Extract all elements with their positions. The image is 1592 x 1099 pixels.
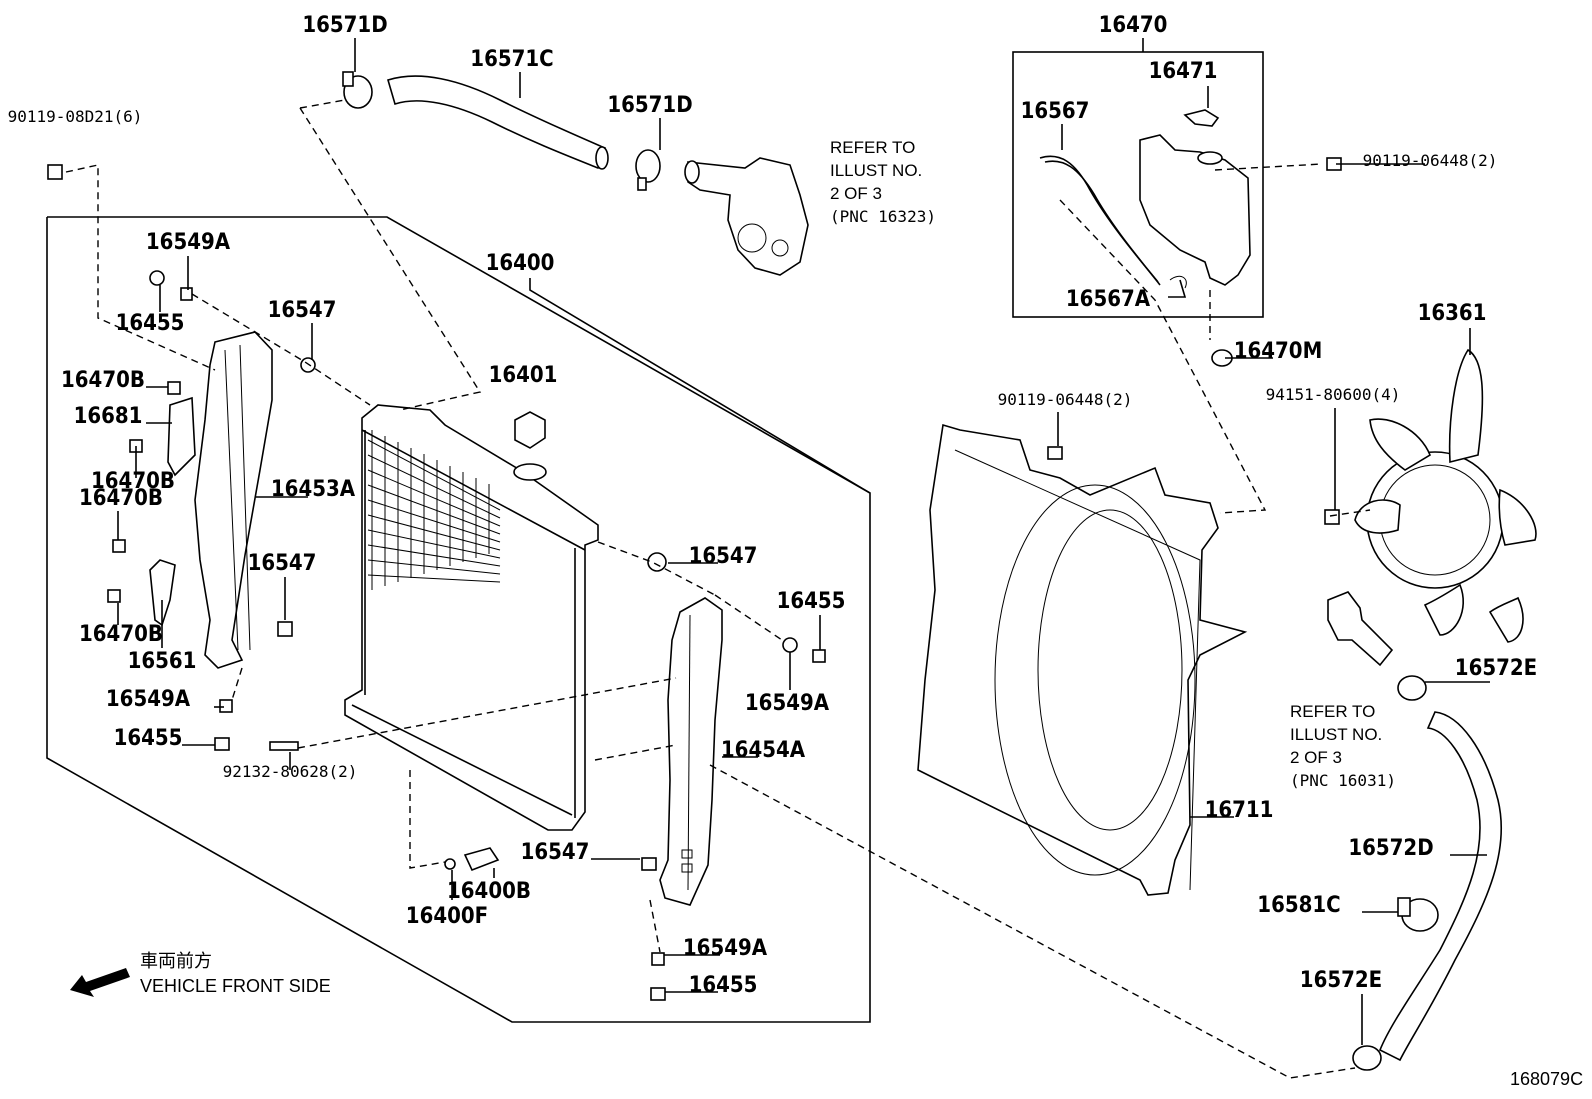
part-labels: 16571D 16571C 90119-08D21(6) 16571D 16470 164… [8,13,1538,998]
part-label-l28: 16561 [128,649,197,674]
refer-note-r2-line: REFER TO [1290,702,1375,721]
water-outlet-housing [684,157,809,276]
part-label-l11: 16547 [268,298,337,323]
fan-shroud [917,423,1248,896]
upper-hose [387,75,609,170]
part-label-l1: 16571D [302,13,387,38]
refer-note-r1-line: (PNC 16323) [830,207,936,226]
lower-hose-clamp-top [1397,675,1427,701]
part-label-l24: 16547 [248,551,317,576]
lower-hose-clamp-bottom [1352,1045,1382,1071]
part-label-l31: 16549A [745,691,830,716]
radiator-core [344,404,599,831]
part-label-l6: 16471 [1149,59,1218,84]
part-label-l33: 16454A [721,738,806,763]
part-label-l16: 16401 [489,363,558,388]
water-inlet [1327,591,1394,667]
cooling-fan [1354,348,1537,643]
part-label-l35: 16711 [1205,798,1274,823]
part-label-l37: 16547 [521,840,590,865]
part-label-l29: 16572E [1455,656,1537,681]
dashed-lines [65,99,1371,1079]
part-label-l14: 16470M [1234,339,1323,364]
part-label-l20: 16681 [74,404,143,429]
front-side-en: VEHICLE FRONT SIDE [140,976,331,996]
bracket-16681 [167,396,196,477]
part-label-l38: 16400B [447,879,531,904]
reservoir-box [1012,51,1264,318]
part-label-l8: 90119-06448(2) [1363,151,1498,170]
leader-lines [117,38,1490,1045]
front-side-jp: 車両前方 [140,951,212,971]
refer-notes: REFER TO ILLUST NO. 2 OF 3 (PNC 16323) REFER… [830,138,1396,790]
part-label-l18: 90119-06448(2) [998,390,1133,409]
part-label-l22: 16453A [271,477,356,502]
reservoir-tank [1039,109,1251,289]
refer-note-r1-line: 2 OF 3 [830,184,882,203]
right-support-bracket [659,597,723,906]
hose-clamp-16581C [1397,897,1439,932]
part-label-l17: 16470B [61,368,145,393]
part-label-l27: 16470B [79,622,163,647]
part-label-l23: 16470B [79,486,163,511]
part-label-l5: 16470 [1099,13,1168,38]
part-label-l34: 92132-80628(2) [223,762,358,781]
refer-note-r2-line: (PNC 16031) [1290,771,1396,790]
part-label-l4: 16571D [607,93,692,118]
diagram-code: 168079C [1510,1069,1583,1089]
part-label-l25: 16547 [689,544,758,569]
part-label-l9: 16549A [146,230,231,255]
part-label-l13: 16567A [1066,287,1151,312]
vehicle-front-arrow [70,968,130,997]
part-label-l36: 16572D [1348,836,1433,861]
part-label-l43: 16455 [689,973,758,998]
part-label-l39: 16581C [1257,893,1340,918]
refer-note-r1-line: ILLUST NO. [830,161,922,180]
part-label-l12: 16455 [116,311,185,336]
part-label-l32: 16455 [114,726,183,751]
radiator-cap [513,411,547,481]
lower-hose [1378,711,1503,1062]
part-label-l10: 16400 [486,251,555,276]
part-label-l41: 16549A [683,936,768,961]
part-label-l40: 16400F [406,904,488,929]
part-label-l7: 16567 [1021,99,1090,124]
part-label-l19: 94151-80600(4) [1266,385,1401,404]
refer-note-r2-line: 2 OF 3 [1290,748,1342,767]
hose-clamp-upper [342,71,373,109]
hose-clamp-lower [635,149,661,191]
refer-note-r2-line: ILLUST NO. [1290,725,1382,744]
part-label-l42: 16572E [1300,968,1382,993]
part-label-l30: 16549A [106,687,191,712]
part-label-l2: 16571C [470,47,553,72]
part-label-l21: 16470B [91,469,175,494]
part-label-l3: 90119-08D21(6) [8,107,143,126]
refer-note-r1-line: REFER TO [830,138,915,157]
assembly-boundary [46,216,871,1023]
drain-cock [444,847,500,872]
part-label-l15: 16361 [1418,301,1487,326]
part-label-l26: 16455 [777,589,846,614]
bracket-16561 [149,559,176,627]
left-support-bracket [194,331,273,669]
